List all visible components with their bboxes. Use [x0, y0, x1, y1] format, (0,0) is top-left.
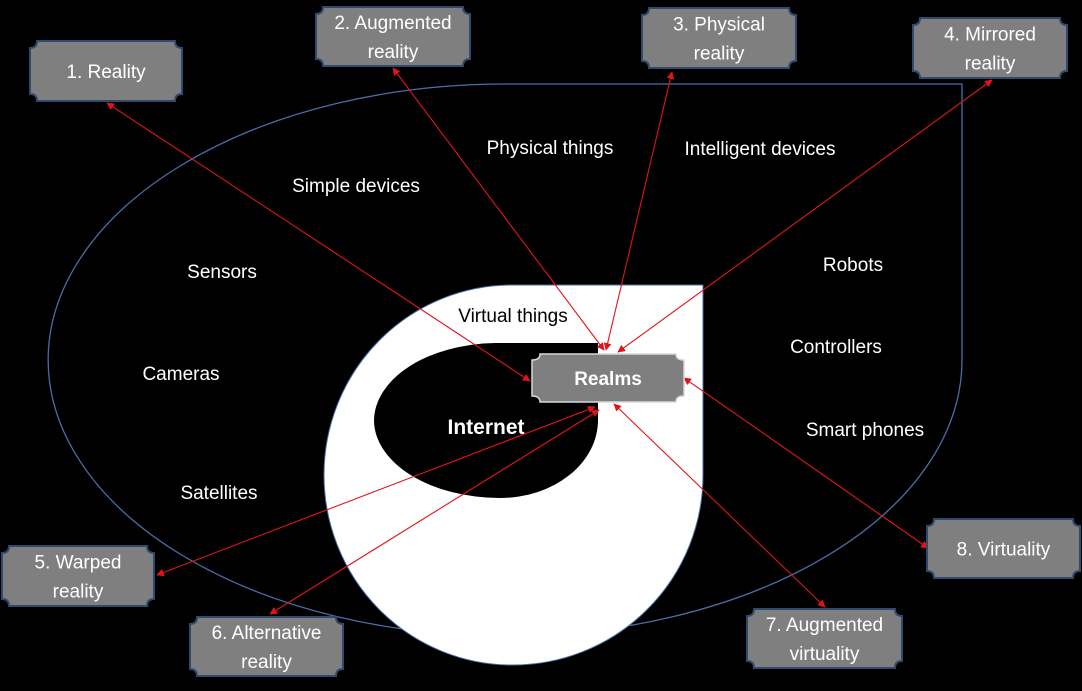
item-sensors: Sensors	[187, 262, 257, 283]
arrow-augmented-reality	[392, 67, 605, 351]
realm-label-reality[interactable]: 1. Reality	[29, 40, 183, 102]
realm-label-box	[746, 608, 903, 669]
realm-label-text: 6. Alternative	[212, 623, 322, 644]
internet-label: Internet	[447, 416, 524, 439]
realm-label-physical-reality[interactable]: 3. Physical reality	[641, 7, 797, 69]
realm-label-alternative-reality[interactable]: 6. Alternative reality	[189, 616, 344, 677]
realm-label-augmented-reality[interactable]: 2. Augmented reality	[315, 6, 471, 67]
realm-label-mirrored-reality[interactable]: 4. Mirrored reality	[912, 17, 1068, 79]
realm-label-box	[189, 616, 344, 677]
realm-label-warped-reality[interactable]: 5. Warped reality	[1, 545, 155, 607]
realms-label: Realms	[574, 369, 642, 390]
item-cameras: Cameras	[142, 364, 219, 385]
realm-label-text: 5. Warped	[35, 553, 122, 574]
realm-label-text: reality	[53, 582, 104, 603]
arrow-mirrored-reality	[617, 79, 993, 353]
item-intelligent-devices: Intelligent devices	[684, 139, 835, 160]
item-robots: Robots	[823, 255, 883, 276]
physical-items: Physical things Intelligent devicesSimple…	[142, 138, 924, 504]
virtual-things-label: Virtual things	[458, 306, 568, 327]
item-satellites: Satellites	[180, 483, 257, 504]
arrow-virtuality	[683, 377, 929, 549]
item-controllers: Controllers	[790, 337, 882, 358]
realm-label-text: reality	[694, 44, 745, 65]
realm-label-text: reality	[965, 54, 1016, 75]
realm-label-text: reality	[368, 42, 419, 63]
realm-label-text: virtuality	[790, 644, 860, 665]
realm-label-box	[926, 518, 1081, 579]
realm-label-augmented-virtuality[interactable]: 7. Augmented virtuality	[746, 608, 903, 669]
connector-arrows	[106, 67, 993, 615]
realm-label-virtuality[interactable]: 8. Virtuality	[926, 518, 1081, 579]
item-physical-things: Physical things	[487, 138, 614, 159]
realm-label-box	[1, 545, 155, 607]
realm-label-text: 4. Mirrored	[944, 25, 1036, 46]
item-simple-devices: Simple devices	[292, 176, 420, 197]
realm-label-text: 7. Augmented	[766, 615, 883, 636]
realms-box[interactable]: Realms	[531, 353, 685, 403]
item-smart-phones: Smart phones	[806, 420, 924, 441]
realm-label-text: 3. Physical	[673, 15, 765, 36]
realm-label-box	[29, 40, 183, 102]
realm-label-text: reality	[241, 652, 292, 673]
realm-label-box	[315, 6, 471, 67]
realm-label-text: 1. Reality	[66, 62, 146, 83]
realm-label-box	[912, 17, 1068, 79]
realm-label-text: 8. Virtuality	[957, 540, 1051, 561]
realm-label-text: 2. Augmented	[334, 13, 451, 34]
arrow-alternative-reality	[269, 409, 600, 615]
realm-label-box	[641, 7, 797, 69]
